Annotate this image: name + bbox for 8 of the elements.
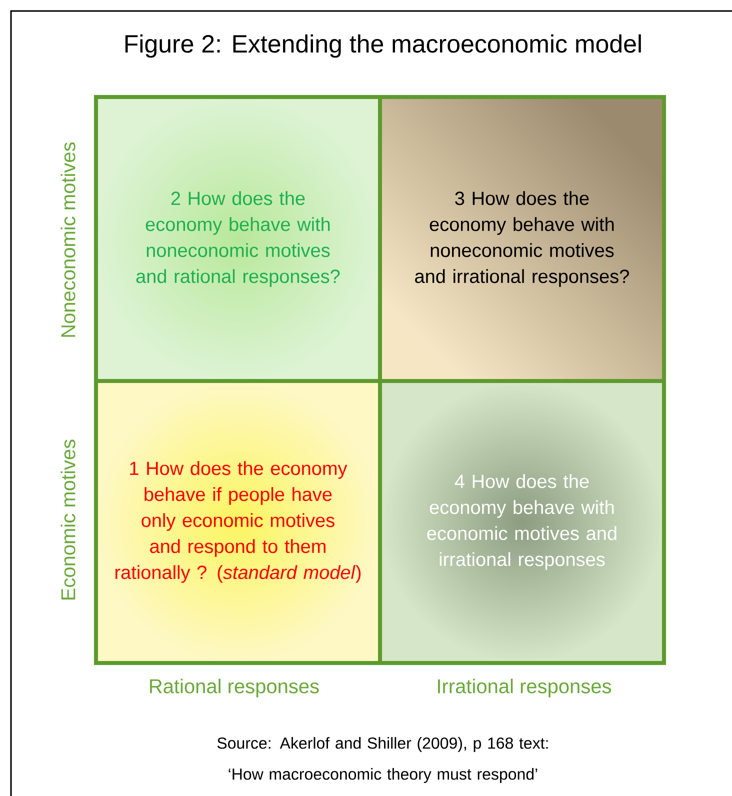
quadrant-box: 4 How does the economy behave with economic motives and irrational responses xyxy=(378,379,666,665)
title: Figure 2: Extending the macroeconomic model xyxy=(125,34,641,58)
quadrant-box: 3 How does the economy behave with noneconomic motives and irrational responses? xyxy=(378,95,666,383)
axis-label: Economic motives xyxy=(60,440,76,600)
axis-label: Noneconomic motives xyxy=(60,142,76,337)
caption: Source: Akerlof and Shiller (2009), p 168 text: ‘How macroeconomic theory must respond’ xyxy=(217,737,548,783)
quadrant-box: 1 How does the economy behave if people have only economic motives and respond to them rationally ? (standard model) xyxy=(94,379,382,665)
quadrant-box: 2 How does the economy behave with noneconomic motives and rational responses? xyxy=(94,95,382,383)
